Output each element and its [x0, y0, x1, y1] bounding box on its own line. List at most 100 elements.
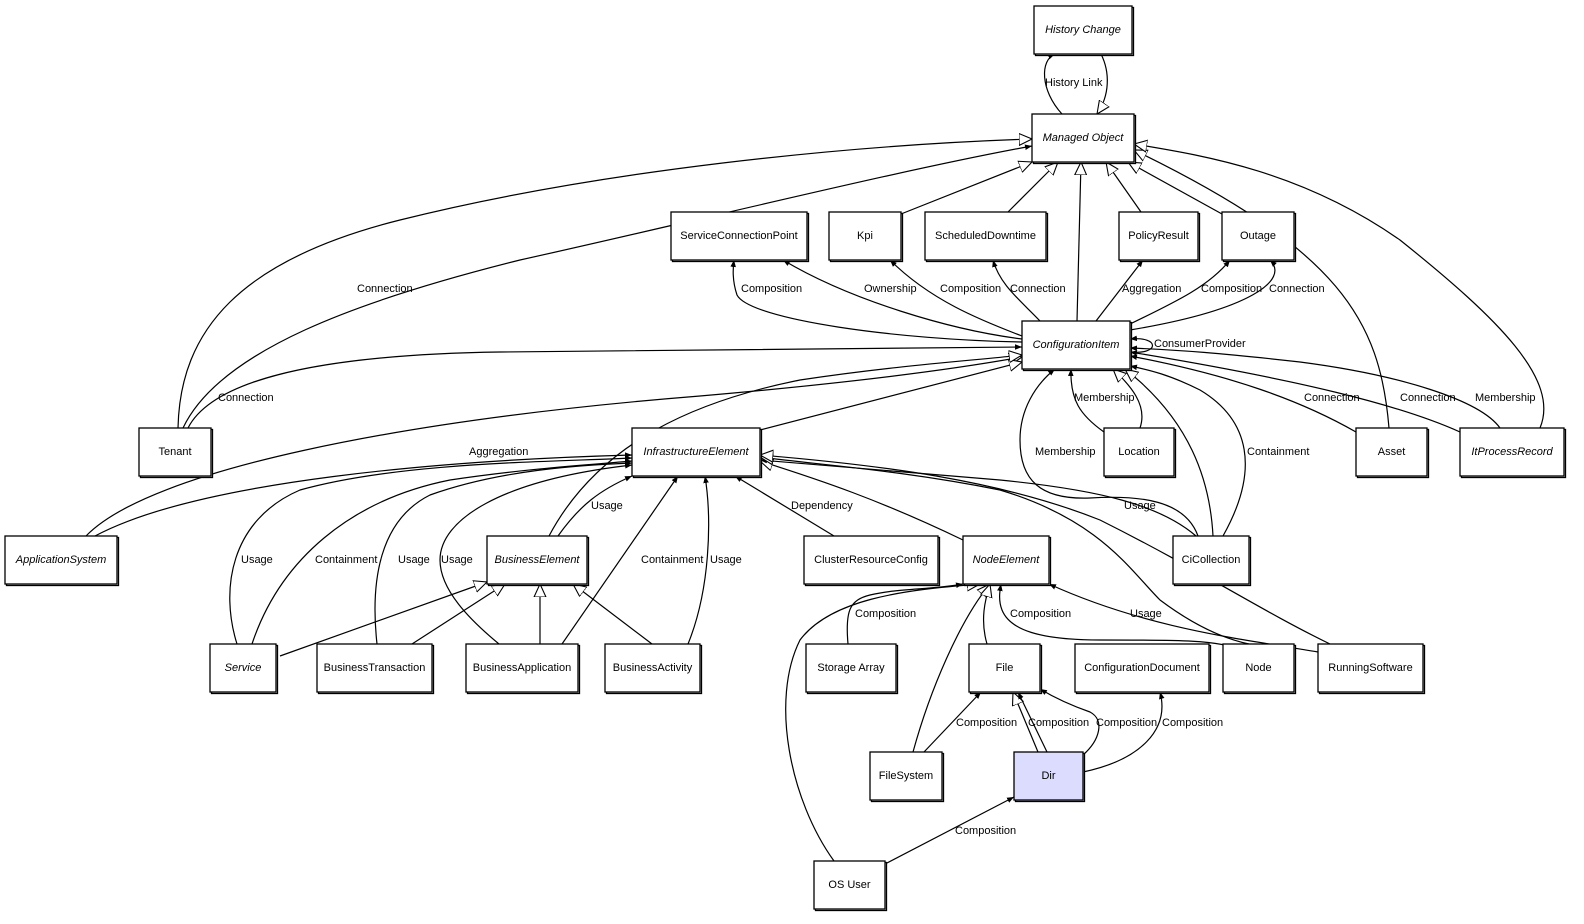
- node-label: ConfigurationDocument: [1084, 662, 1200, 674]
- class-node-storage-array[interactable]: Storage Array: [805, 643, 899, 695]
- node-box[interactable]: [1021, 320, 1131, 370]
- edge-line: [760, 457, 1250, 645]
- node-box[interactable]: [803, 535, 939, 585]
- class-node-os-user[interactable]: OS User: [813, 860, 888, 912]
- class-node-configuration-item[interactable]: ConfigurationItem: [1021, 320, 1133, 372]
- node-box[interactable]: [1317, 643, 1424, 693]
- node-label: RunningSoftware: [1328, 662, 1412, 674]
- node-box[interactable]: [1013, 751, 1084, 801]
- class-node-ci-collection[interactable]: CiCollection: [1172, 535, 1252, 587]
- node-box[interactable]: [604, 643, 701, 693]
- node-box[interactable]: [1033, 5, 1133, 55]
- class-node-tenant[interactable]: Tenant: [138, 427, 214, 479]
- inheritance-edge-history-change-to-managed-object: [1097, 53, 1107, 114]
- inheritance-edge-asset-to-managed-object: [1134, 150, 1390, 429]
- edge-label-usage: Usage: [241, 554, 273, 566]
- node-box[interactable]: [1222, 643, 1295, 693]
- class-node-business-element[interactable]: BusinessElement: [486, 535, 590, 587]
- inheritance-edge-file-to-node-element: [984, 584, 990, 645]
- class-node-dir[interactable]: Dir: [1013, 751, 1086, 803]
- node-box[interactable]: [924, 211, 1047, 261]
- node-box[interactable]: [1221, 211, 1295, 261]
- edge-label-composition: Composition: [855, 608, 916, 620]
- edge-line: [760, 461, 964, 541]
- class-node-policy-result[interactable]: PolicyResult: [1118, 211, 1201, 263]
- edge-label-composition: Composition: [1010, 608, 1071, 620]
- node-box[interactable]: [1459, 427, 1565, 477]
- edge-line: [889, 259, 1023, 337]
- edge-line: [1048, 583, 1319, 653]
- node-box[interactable]: [670, 211, 808, 261]
- edge-line: [900, 162, 1032, 215]
- edge-line: [1095, 259, 1144, 322]
- node-box[interactable]: [1118, 211, 1199, 261]
- node-box[interactable]: [1172, 535, 1250, 585]
- node-box[interactable]: [828, 211, 902, 261]
- edge-line: [1017, 691, 1048, 753]
- class-node-file[interactable]: File: [968, 643, 1043, 695]
- class-node-node[interactable]: Node: [1222, 643, 1297, 695]
- node-label: Location: [1118, 446, 1160, 458]
- class-node-business-transaction[interactable]: BusinessTransaction: [316, 643, 435, 695]
- class-node-node-element[interactable]: NodeElement: [962, 535, 1052, 587]
- inheritance-edge-it-process-record-to-managed-object: [1134, 144, 1545, 429]
- node-label: Tenant: [158, 446, 191, 458]
- edge-line: [1039, 688, 1100, 756]
- association-edge-tenant-to-configuration-item: [187, 344, 1023, 429]
- node-box[interactable]: [486, 535, 588, 585]
- association-edge-dir-to-file: [1017, 691, 1048, 753]
- class-node-it-process-record[interactable]: ItProcessRecord: [1459, 427, 1567, 479]
- node-box[interactable]: [805, 643, 897, 693]
- class-node-application-system[interactable]: ApplicationSystem: [4, 535, 120, 587]
- node-box[interactable]: [1103, 427, 1175, 477]
- class-node-kpi[interactable]: Kpi: [828, 211, 904, 263]
- class-node-service-connection-point[interactable]: ServiceConnectionPoint: [670, 211, 810, 263]
- node-label: ServiceConnectionPoint: [680, 230, 797, 242]
- edge-line: [992, 259, 1041, 322]
- edge-label-composition: Composition: [940, 283, 1001, 295]
- node-box[interactable]: [631, 427, 761, 477]
- node-box[interactable]: [4, 535, 118, 585]
- association-edge-managed-object-to-history-change: [1043, 53, 1063, 115]
- class-node-infrastructure-element[interactable]: InfrastructureElement: [631, 427, 763, 479]
- inheritance-edge-dir-to-file: [1013, 692, 1039, 753]
- node-box[interactable]: [138, 427, 212, 477]
- node-box[interactable]: [1074, 643, 1210, 693]
- node-label: ConfigurationItem: [1033, 339, 1120, 351]
- node-box[interactable]: [209, 643, 277, 693]
- node-box[interactable]: [869, 751, 943, 801]
- class-node-business-application[interactable]: BusinessApplication: [465, 643, 581, 695]
- association-edge-ci-collection-to-configuration-item: [1129, 364, 1246, 537]
- edge-line: [1125, 369, 1214, 537]
- node-box[interactable]: [316, 643, 433, 693]
- node-box[interactable]: [1355, 427, 1428, 477]
- class-node-service[interactable]: Service: [209, 643, 279, 695]
- class-node-cluster-resource-config[interactable]: ClusterResourceConfig: [803, 535, 941, 587]
- class-node-outage[interactable]: Outage: [1221, 211, 1297, 263]
- edge-line: [734, 475, 835, 537]
- class-node-scheduled-downtime[interactable]: ScheduledDowntime: [924, 211, 1049, 263]
- association-edge-configuration-item-to-kpi: [889, 259, 1023, 337]
- node-box[interactable]: [813, 860, 886, 910]
- class-node-location[interactable]: Location: [1103, 427, 1177, 479]
- inheritance-edge-outage-to-managed-object: [1128, 162, 1223, 215]
- edge-label-composition: Composition: [956, 717, 1017, 729]
- class-node-file-system[interactable]: FileSystem: [869, 751, 945, 803]
- class-node-asset[interactable]: Asset: [1355, 427, 1430, 479]
- node-label: OS User: [828, 879, 871, 891]
- node-box[interactable]: [1031, 113, 1135, 163]
- class-node-running-software[interactable]: RunningSoftware: [1317, 643, 1426, 695]
- class-node-configuration-document[interactable]: ConfigurationDocument: [1074, 643, 1212, 695]
- edge-label-containment: Containment: [641, 554, 703, 566]
- edge-label-containment: Containment: [315, 554, 377, 566]
- node-box[interactable]: [962, 535, 1050, 585]
- edge-line: [1134, 144, 1545, 429]
- node-box[interactable]: [465, 643, 579, 693]
- class-node-business-activity[interactable]: BusinessActivity: [604, 643, 703, 695]
- class-node-history-change[interactable]: History Change: [1033, 5, 1135, 57]
- edge-label-ownership: Ownership: [864, 283, 917, 295]
- node-box[interactable]: [968, 643, 1041, 693]
- class-node-managed-object[interactable]: Managed Object: [1031, 113, 1137, 165]
- edge-label-connection: Connection: [1010, 283, 1066, 295]
- inheritance-edge-running-software-to-infrastructure-element: [760, 455, 1331, 645]
